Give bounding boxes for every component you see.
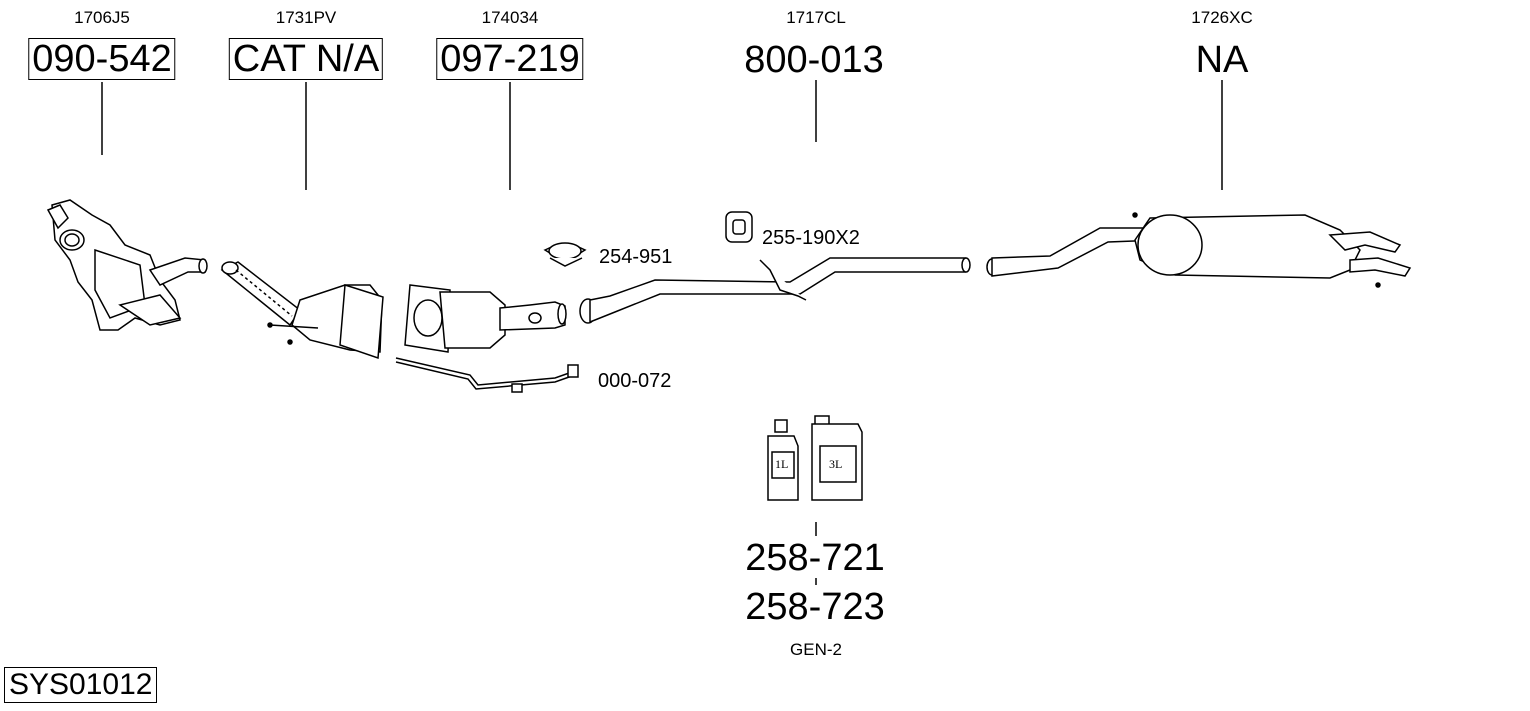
paste-note: GEN-2	[790, 640, 842, 659]
clamp-label[interactable]: 254-951	[599, 246, 673, 268]
oe-number-3: 174034	[481, 8, 539, 27]
front-catalyst-drawing	[404, 284, 567, 353]
system-code: SYS01012	[4, 667, 158, 703]
paste-number-1[interactable]: 258-721	[745, 537, 885, 579]
paste-bottle-1l-drawing	[767, 419, 799, 501]
bottle-2-label: 3L	[829, 457, 843, 471]
oe-number-2: 1731PV	[275, 8, 337, 27]
paste-can-3l-drawing	[811, 415, 863, 501]
clamp-drawing	[543, 242, 587, 267]
oe-number-1: 1706J5	[74, 8, 130, 27]
part-number-3[interactable]: 097-219	[436, 38, 584, 80]
rubber-mount-label[interactable]: 255-190X2	[762, 227, 860, 249]
sensor-pipe-drawing	[395, 357, 579, 393]
part-number-5[interactable]: NA	[1195, 39, 1249, 81]
center-pipe-drawing	[579, 257, 971, 324]
manifold-catalyst-drawing	[46, 199, 208, 331]
bottle-1-label: 1L	[775, 457, 789, 471]
paste-number-2[interactable]: 258-723	[745, 586, 885, 628]
oe-number-5: 1726XC	[1191, 8, 1253, 27]
part-number-4[interactable]: 800-013	[744, 39, 884, 81]
oe-number-4: 1717CL	[786, 8, 846, 27]
part-number-2[interactable]: CAT N/A	[228, 38, 384, 80]
sensor-pipe-label[interactable]: 000-072	[598, 370, 672, 392]
flex-catalyst-drawing	[220, 261, 384, 360]
part-number-1[interactable]: 090-542	[28, 38, 176, 80]
rubber-mount-drawing	[725, 211, 753, 243]
rear-muffler-drawing	[986, 212, 1412, 288]
